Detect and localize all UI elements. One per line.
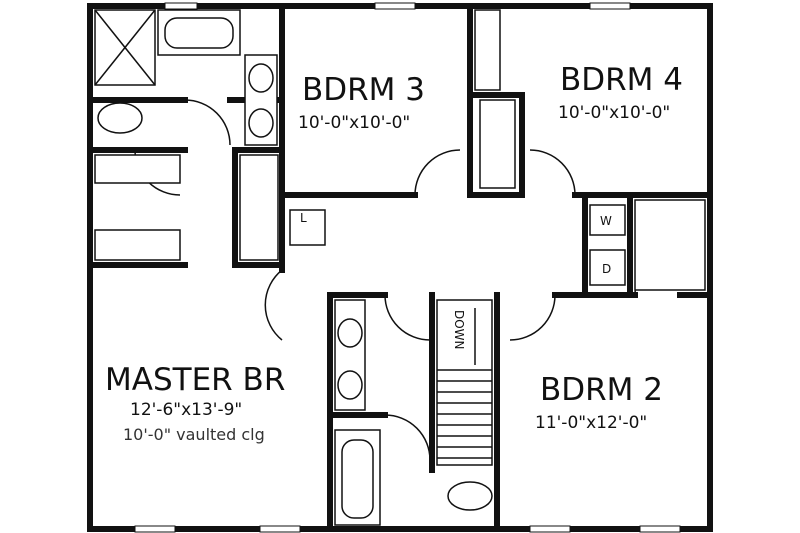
bdrm4-size: 10'-0"x10'-0": [558, 103, 670, 123]
dryer-label: D: [602, 262, 611, 276]
master-size: 12'-6"x13'-9": [130, 400, 242, 420]
stairs: [436, 299, 493, 466]
master-name: MASTER BR: [105, 362, 285, 398]
bath-fixtures: [94, 9, 493, 526]
linen-label: L: [300, 211, 307, 225]
master-note: 10'-0" vaulted clg: [123, 425, 265, 444]
bdrm3-size: 10'-0"x10'-0": [298, 113, 410, 133]
bdrm2-name: BDRM 2: [540, 372, 663, 408]
windows: [134, 2, 681, 533]
stairs-label: DOWN: [452, 310, 466, 350]
closets: [94, 9, 706, 291]
bdrm3-name: BDRM 3: [302, 72, 425, 108]
bdrm2-size: 11'-0"x12'-0": [535, 413, 647, 433]
linen-closet: [289, 209, 326, 246]
washer-label: W: [600, 214, 612, 228]
bdrm4-name: BDRM 4: [560, 62, 683, 98]
laundry: [589, 204, 626, 286]
